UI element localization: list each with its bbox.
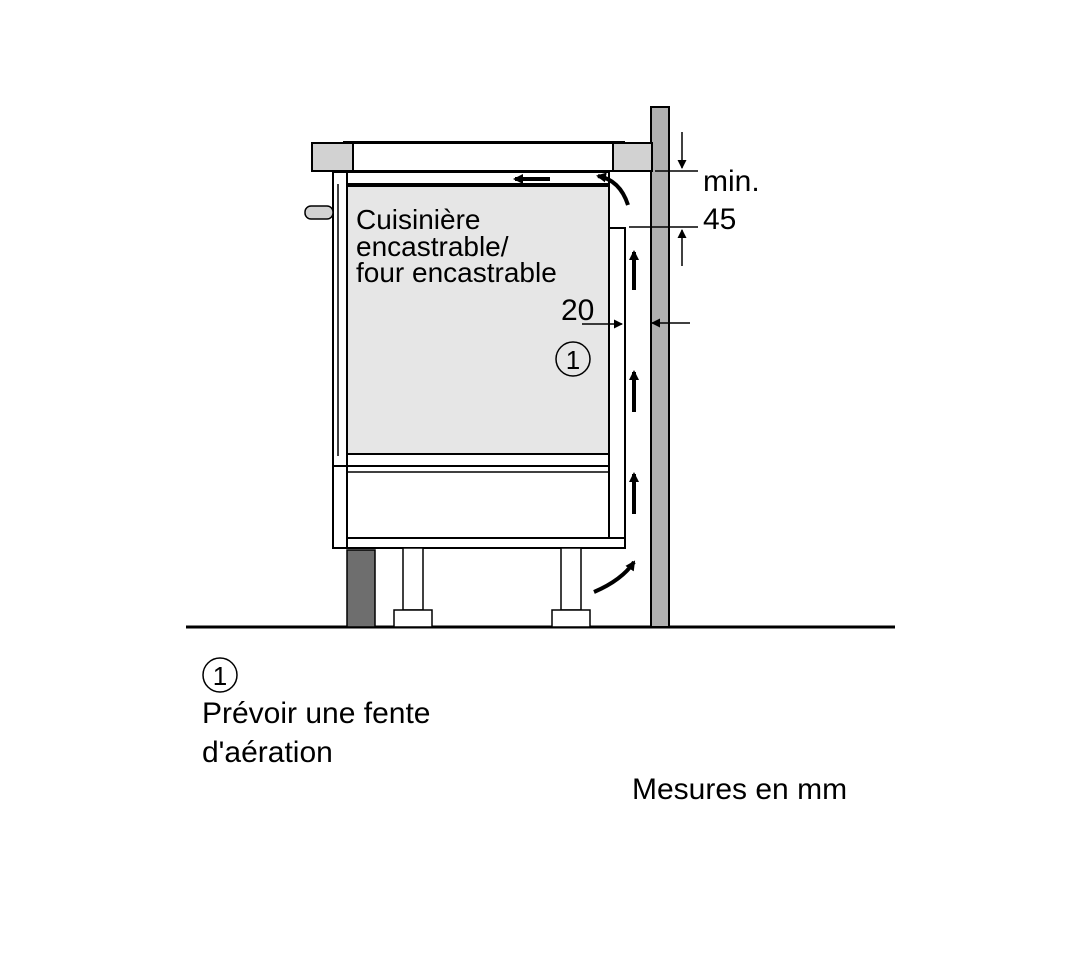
legend-text-line2: d'aération — [202, 736, 333, 769]
cabinet-bottom — [346, 537, 626, 549]
plinth — [346, 549, 376, 628]
legend: 1 Prévoir une fente d'aération — [202, 657, 430, 769]
dimension-top-label-line1: min. — [703, 165, 760, 198]
appliance-label-line1: Cuisinière — [356, 204, 481, 235]
foot-back — [551, 609, 591, 628]
drawer-front — [332, 465, 348, 549]
units-note: Mesures en mm — [632, 773, 847, 806]
top-rail — [346, 171, 610, 185]
dimension-top-gap — [629, 132, 698, 266]
leg-front — [402, 547, 424, 611]
drawer — [346, 465, 610, 539]
oven-body — [346, 185, 610, 455]
legend-marker-number: 1 — [213, 661, 227, 691]
legend-text-line1: Prévoir une fente — [202, 697, 430, 730]
dimension-side-label: 20 — [561, 294, 594, 327]
ventilation-marker: 1 — [555, 341, 591, 377]
dimension-top-label-line2: 45 — [703, 203, 736, 236]
dimension-side-gap — [582, 318, 690, 329]
appliance-label-line3: four encastrable — [356, 257, 557, 288]
foot-front — [393, 609, 433, 628]
leg-back — [560, 547, 582, 611]
oven-handle — [304, 205, 334, 220]
back-panel — [608, 227, 626, 539]
wall — [650, 106, 670, 628]
ventilation-marker-number: 1 — [566, 345, 580, 375]
airflow-arrows — [513, 172, 639, 594]
legend-marker — [202, 657, 238, 693]
appliance-label-line2: encastrable/ — [356, 231, 509, 262]
hob-glass — [352, 142, 614, 172]
